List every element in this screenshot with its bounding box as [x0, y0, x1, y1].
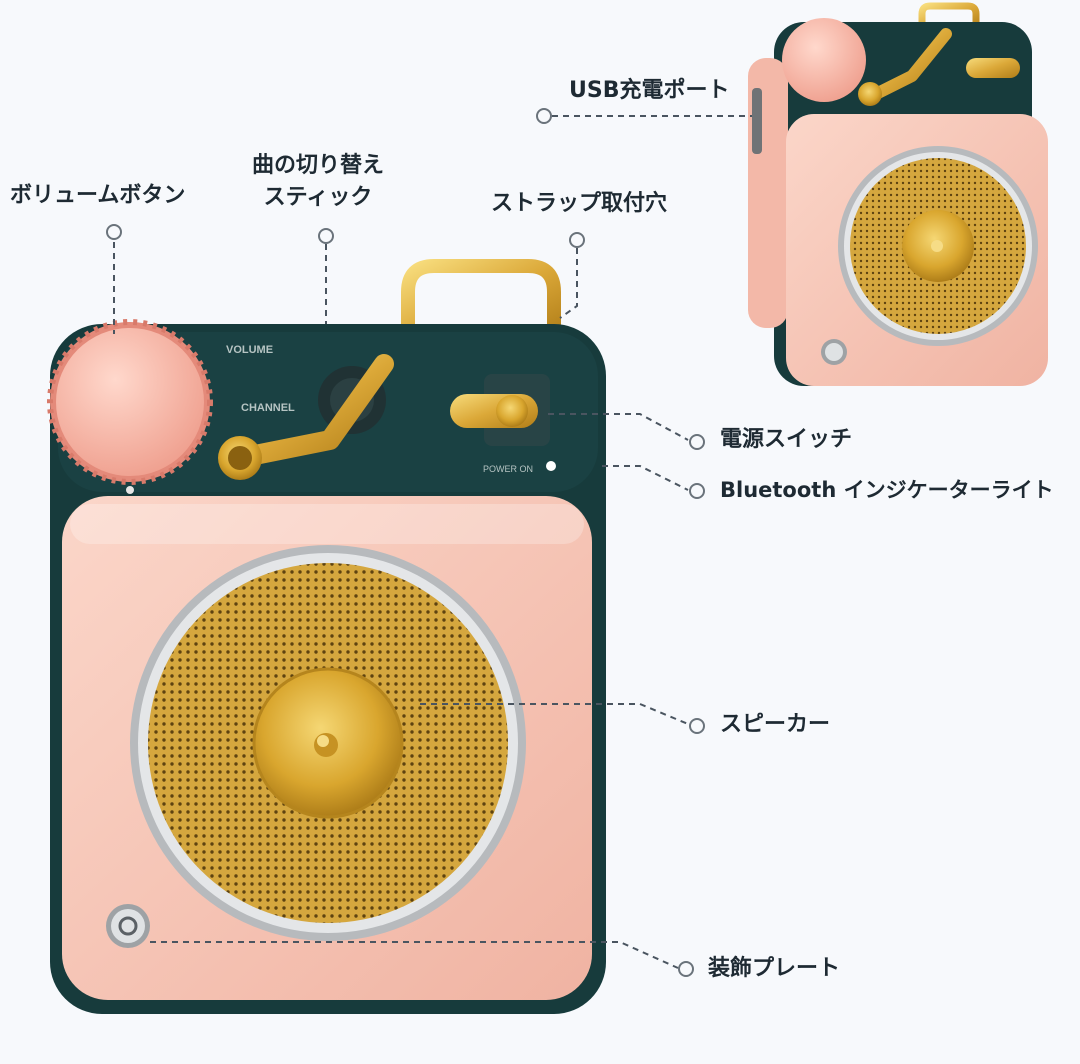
decorative-plate: [106, 904, 150, 948]
strap-hole-label: ストラップ取付穴: [491, 191, 668, 216]
usb-callout-dot: [536, 108, 552, 124]
speaker-grille: [130, 545, 526, 941]
speaker-callout-dot: [689, 718, 705, 734]
bluetooth-indicator-label: Bluetooth インジケーターライト: [720, 478, 1054, 502]
leader-dots: [106, 108, 705, 977]
power-switch: [450, 374, 550, 446]
device-volume-print: VOLUME: [226, 344, 273, 356]
usb-port: [752, 88, 762, 154]
side-view-device: [748, 2, 1048, 386]
decorative-plate-label: 装飾プレート: [708, 956, 841, 981]
volume-knob: [47, 319, 213, 485]
speaker-label: スピーカー: [720, 712, 831, 737]
usb-port-label: USB充電ポート: [569, 78, 730, 103]
device-channel-print: CHANNEL: [241, 402, 295, 414]
device-power-on-print: POWER ON: [483, 464, 533, 474]
power-callout-dot: [689, 434, 705, 450]
track-stick-label-line2: スティック: [263, 185, 373, 210]
main-speaker-device: [47, 259, 606, 1014]
track-stick-label-line1: 曲の切り替え: [251, 153, 385, 178]
volume-button-label: ボリュームボタン: [10, 183, 186, 208]
bluetooth-indicator-light: [546, 461, 556, 471]
indicator-callout-dot: [689, 483, 705, 499]
strap-loop: [401, 259, 561, 347]
volume-callout-dot: [106, 224, 122, 240]
track-stick: [218, 354, 394, 480]
plate-callout-dot: [678, 961, 694, 977]
strap-callout-dot: [569, 232, 585, 248]
leader-lines: [113, 115, 752, 969]
power-switch-label: 電源スイッチ: [720, 427, 853, 452]
stick-callout-dot: [318, 228, 334, 244]
